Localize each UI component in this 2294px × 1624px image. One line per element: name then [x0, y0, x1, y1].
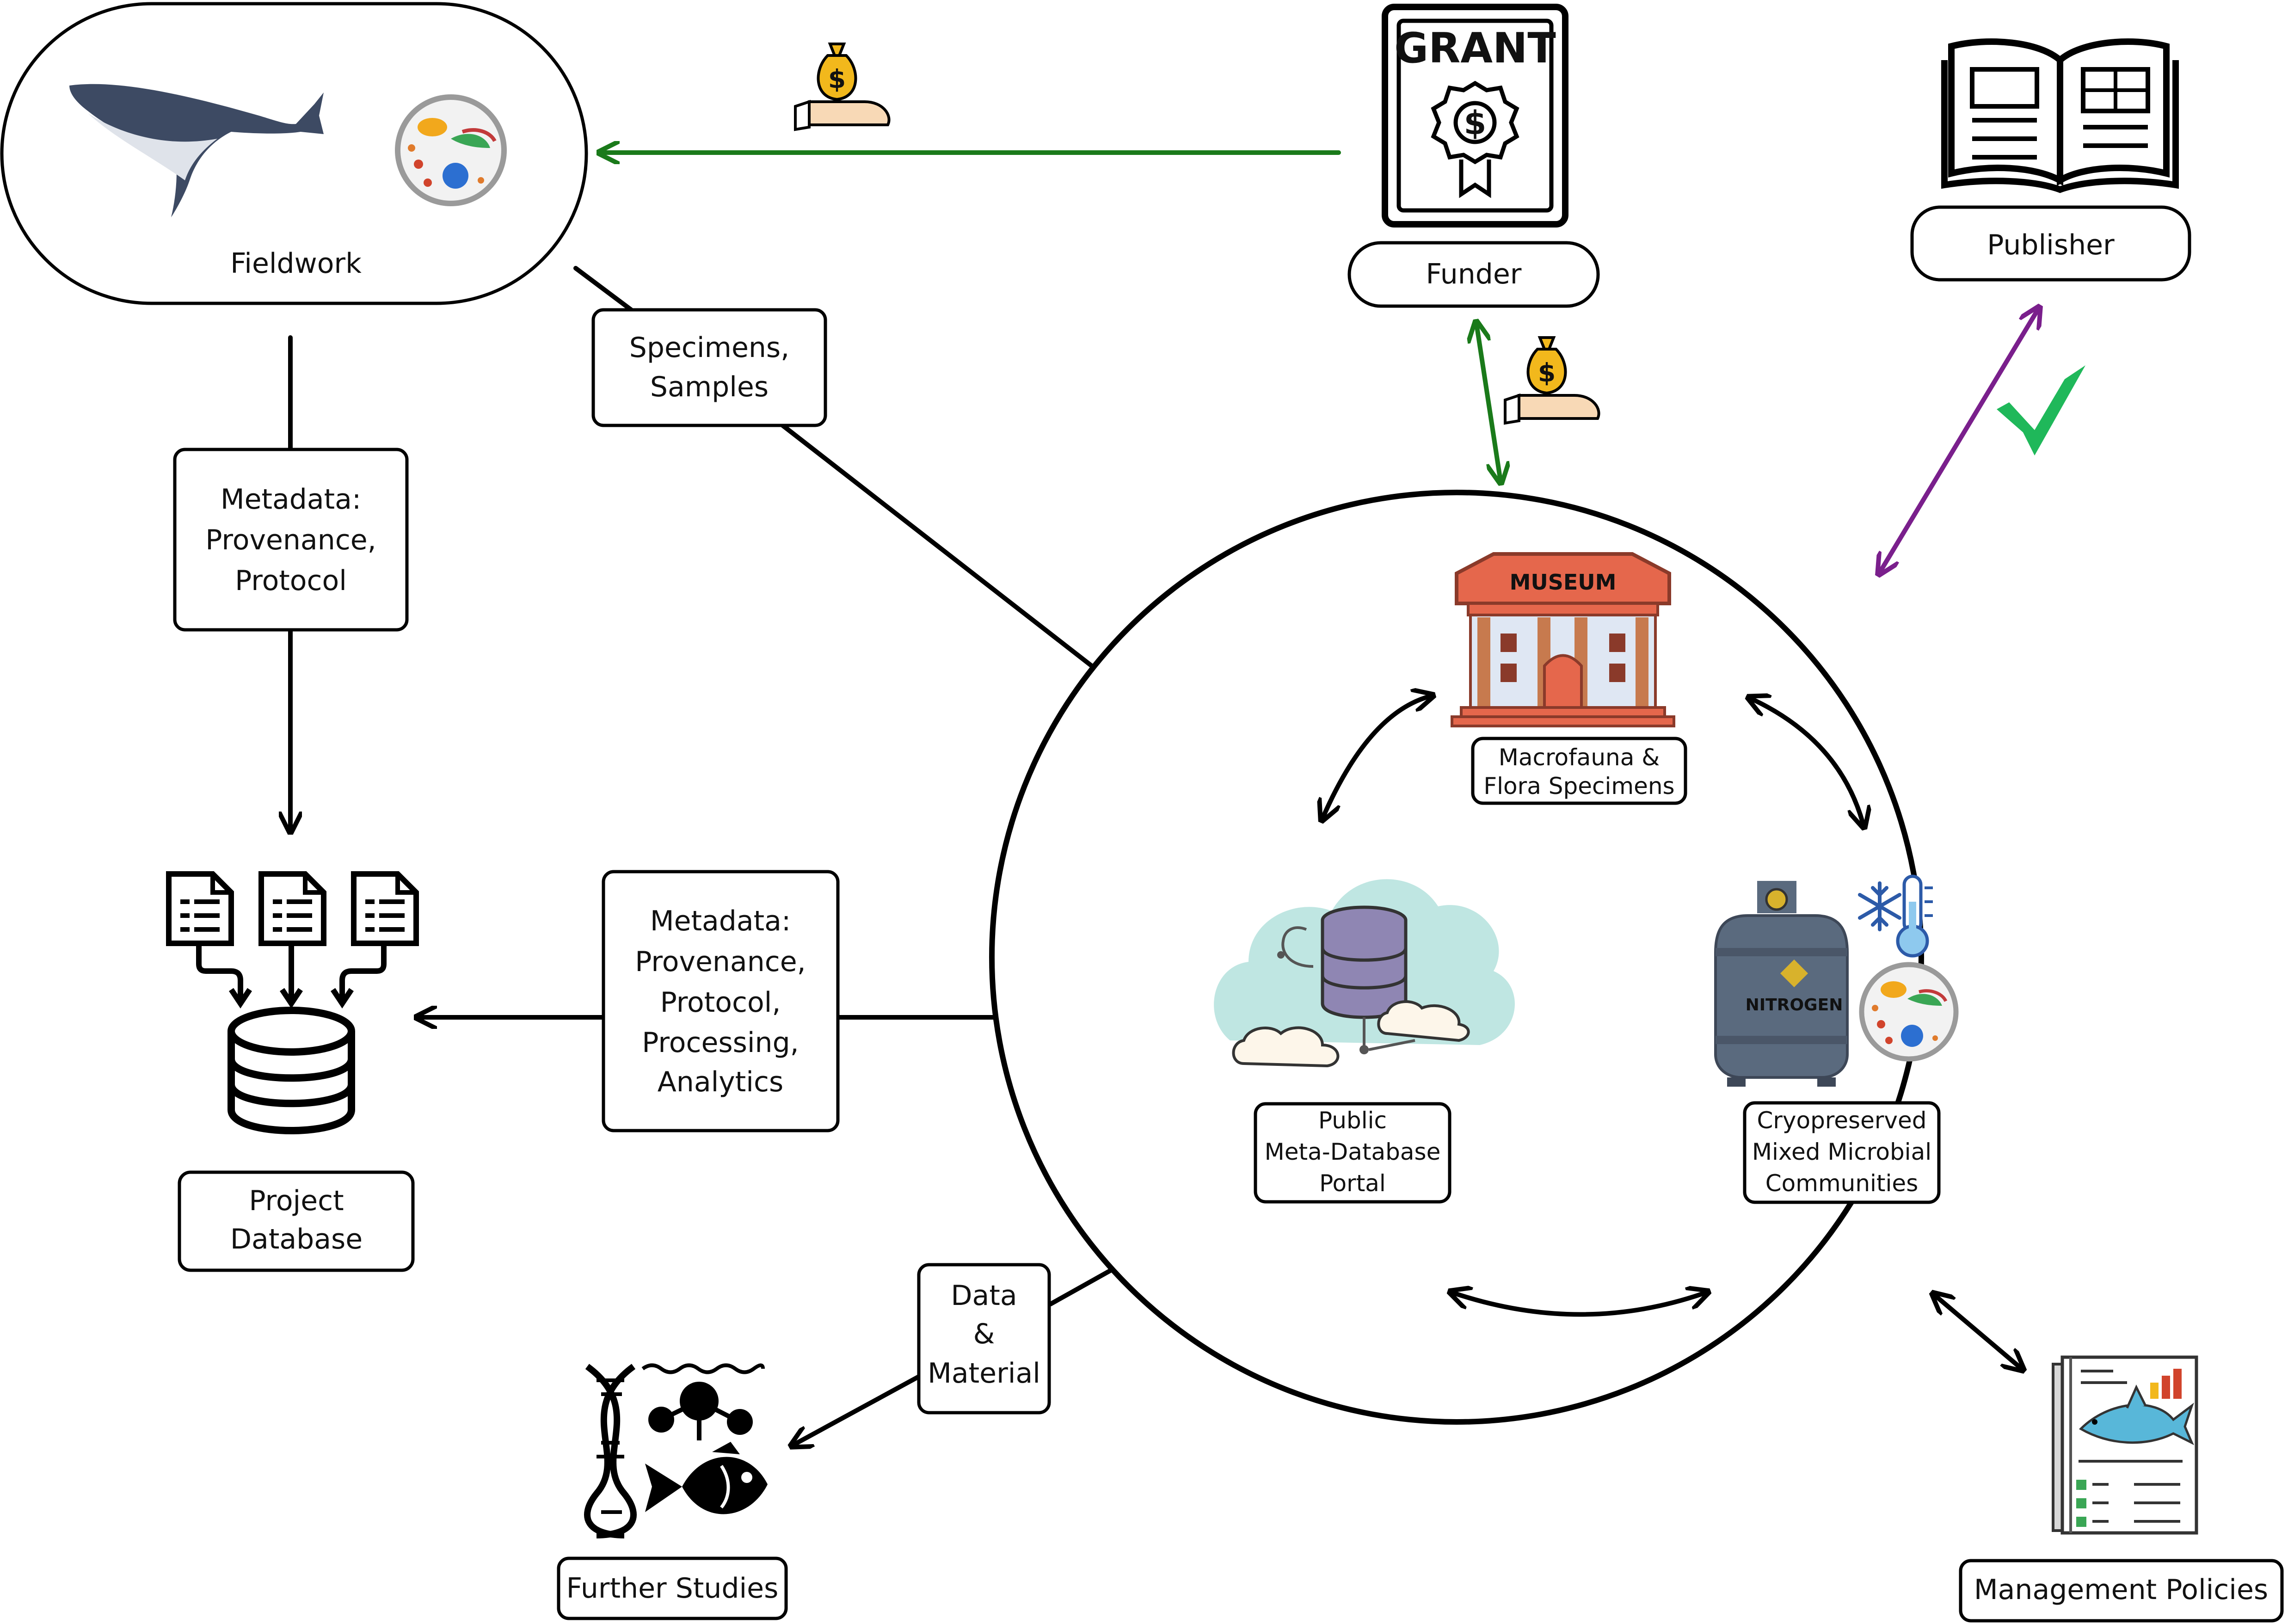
- funder-node: GRANT $ Funder: [1347, 4, 1600, 308]
- data-material-line-2: &: [973, 1318, 995, 1350]
- fish-icon: [645, 1442, 768, 1514]
- cryo-box: [1743, 1101, 1941, 1204]
- metadata-short-line-3: Protocol: [235, 565, 347, 597]
- publisher-arrow: [1880, 309, 2038, 572]
- money-bag-icon: $: [1504, 336, 1600, 425]
- database-icon: [228, 1007, 355, 1134]
- specimens-line-2: Samples: [650, 371, 769, 403]
- metadata-short-line-2: Provenance,: [205, 524, 376, 556]
- further-studies-box: [557, 1556, 788, 1620]
- data-material-line-3: Material: [928, 1357, 1040, 1390]
- metadata-long-line-4: Processing,: [642, 1027, 799, 1059]
- metadata-long-line-5: Analytics: [658, 1066, 783, 1098]
- museum-sign: MUSEUM: [1510, 570, 1617, 595]
- specimens-line-1: Specimens,: [629, 332, 789, 364]
- metadata-long-box: Metadata: Provenance, Protocol, Processi…: [602, 870, 840, 1132]
- cycle-arrow-right: [1750, 698, 1863, 825]
- fieldwork-node: Fieldwork: [0, 2, 588, 305]
- funding-arrow-repository: [1476, 324, 1501, 481]
- open-book-icon: [1941, 38, 2179, 193]
- further-studies-label: Further Studies: [566, 1572, 779, 1605]
- specimens-arrow-upper: [573, 266, 633, 312]
- metadata-long-line-2: Provenance,: [635, 946, 806, 978]
- data-material-line-1: Data: [951, 1280, 1017, 1312]
- metadata-long-line-1: Metadata:: [650, 905, 791, 937]
- fieldwork-label: Fieldwork: [230, 247, 362, 280]
- data-material-arrow-lower: [793, 1375, 920, 1445]
- nitrogen-tank-icon: NITROGEN: [1714, 881, 1849, 1087]
- funder-box: [1347, 241, 1600, 308]
- dna-helix-icon: [584, 1364, 637, 1538]
- specimens-arrow: [779, 422, 1152, 713]
- management-policies-box: [1959, 1559, 2284, 1623]
- management-policies-label: Management Policies: [1974, 1574, 2268, 1606]
- public-portal-node: Public Meta-Database Portal: [1214, 879, 1515, 1204]
- policy-report-icon: [2052, 1355, 2198, 1535]
- cryo-line-2: Mixed Microbial: [1752, 1138, 1931, 1165]
- molecule-icon: [648, 1382, 753, 1440]
- management-policies-node: Management Policies: [1959, 1355, 2284, 1623]
- grant-dollar: $: [1464, 104, 1487, 142]
- petri-dish-icon: [395, 94, 507, 206]
- metadata-short-line-1: Metadata:: [221, 483, 361, 516]
- management-arrow: [1934, 1295, 2022, 1369]
- macrofauna-line-2: Flora Specimens: [1483, 773, 1674, 800]
- museum-icon: MUSEUM: [1451, 552, 1675, 727]
- museum-node: MUSEUM Macrofauna & Flora Specimens: [1451, 552, 1687, 805]
- grant-title: GRANT: [1394, 24, 1556, 73]
- public-portal-box: [1254, 1102, 1451, 1204]
- document-icon: [351, 871, 419, 946]
- public-portal-line-1: Public: [1318, 1107, 1387, 1134]
- project-database-box: [178, 1170, 415, 1272]
- macrofauna-box: [1471, 737, 1687, 805]
- project-database-node: Project Database: [166, 871, 419, 1272]
- metadata-short-box: Metadata: Provenance, Protocol: [173, 448, 409, 632]
- snowflake-icon: [1858, 881, 1901, 931]
- public-portal-line-2: Meta-Database: [1265, 1138, 1441, 1165]
- specimens-box: Specimens, Samples: [591, 308, 827, 427]
- document-icon: [166, 871, 234, 946]
- cryo-node: NITROGEN Cryopre: [1714, 874, 1959, 1204]
- whale-icon: [69, 84, 324, 218]
- grant-document-icon: GRANT $: [1382, 4, 1568, 228]
- document-icon: [258, 871, 326, 946]
- publisher-node: Publisher: [1910, 38, 2191, 282]
- macrofauna-line-1: Macrofauna &: [1499, 744, 1660, 771]
- metadata-long-line-3: Protocol,: [660, 986, 781, 1019]
- thermometer-icon: [1896, 874, 1933, 958]
- wave-icon: [641, 1363, 765, 1374]
- svg-text:$: $: [828, 64, 846, 94]
- publisher-box: [1910, 205, 2191, 282]
- further-studies-node: Further Studies: [557, 1363, 788, 1620]
- cryo-line-3: Communities: [1765, 1170, 1919, 1197]
- publisher-label: Publisher: [1987, 229, 2115, 261]
- cycle-arrow-left: [1322, 696, 1431, 818]
- cycle-arrow-bottom: [1452, 1292, 1706, 1317]
- cloud-database-icon: [1214, 879, 1515, 1068]
- funder-label: Funder: [1426, 258, 1522, 290]
- nitrogen-label: NITROGEN: [1746, 996, 1843, 1015]
- cryo-line-1: Cryopreserved: [1757, 1107, 1926, 1134]
- petri-dish-icon: [1859, 962, 1959, 1062]
- project-database-line-2: Database: [230, 1223, 363, 1255]
- data-material-box: Data & Material: [917, 1263, 1051, 1415]
- svg-text:$: $: [1538, 358, 1556, 388]
- project-database-line-1: Project: [249, 1185, 344, 1217]
- checkmark-icon: [1997, 365, 2085, 455]
- money-bag-icon: $: [794, 43, 891, 131]
- public-portal-line-3: Portal: [1319, 1170, 1386, 1197]
